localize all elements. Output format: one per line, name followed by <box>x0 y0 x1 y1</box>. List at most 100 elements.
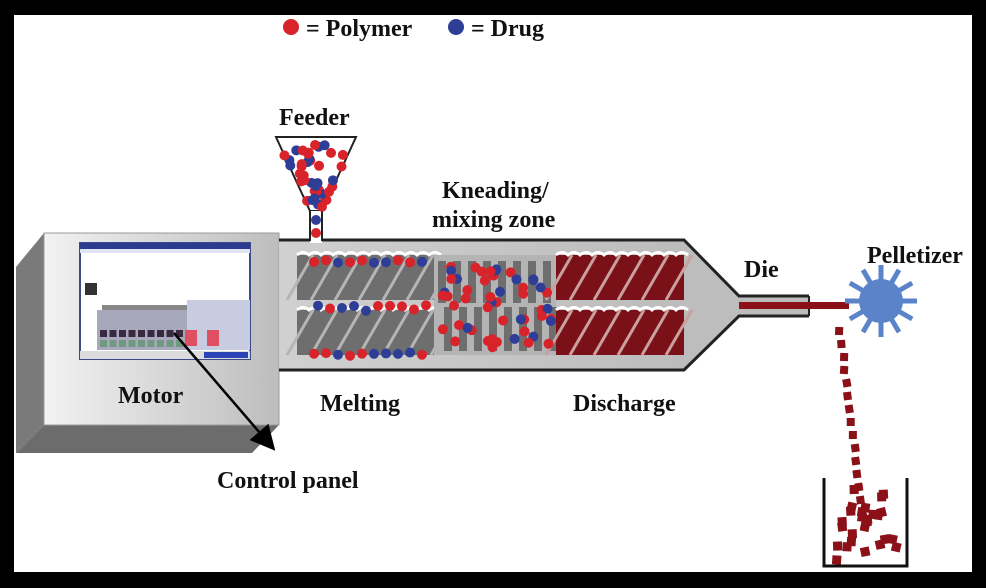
screen-key <box>119 340 126 347</box>
polymer-particle <box>450 336 461 347</box>
legend-drug-label: = Drug <box>471 16 544 42</box>
drug-particle <box>333 257 343 268</box>
polymer-particle <box>345 257 355 268</box>
screw-flight <box>568 254 598 301</box>
polymer-particle <box>453 320 464 331</box>
screw-flight <box>592 309 622 356</box>
drug-particle <box>369 348 379 359</box>
screw-flight <box>592 254 622 301</box>
polymer-particle <box>448 300 459 311</box>
pellet <box>837 339 846 349</box>
kneading-zone-label-line1: Kneading/ <box>442 178 549 204</box>
drug-particle <box>327 175 338 186</box>
screw-edge <box>296 251 442 257</box>
drug-particle <box>405 347 415 358</box>
screw-flight <box>357 254 387 301</box>
screen-key <box>166 330 174 337</box>
pellet <box>846 536 857 547</box>
pellet <box>847 529 858 539</box>
drug-particle <box>333 349 343 360</box>
screen-key <box>147 340 155 347</box>
screen-key <box>100 330 107 337</box>
screen-key <box>138 340 145 347</box>
kneading-disc <box>438 261 446 303</box>
polymer-particle <box>543 338 554 349</box>
screw-flight <box>285 254 315 301</box>
pellet <box>859 546 871 558</box>
polymer-particle <box>297 145 308 156</box>
screen-key <box>138 330 145 337</box>
control-panel-label: Control panel <box>217 468 359 494</box>
legend-polymer-label: = Polymer <box>306 16 413 42</box>
polymer-particle <box>405 257 415 268</box>
pellet <box>876 506 888 518</box>
polymer-particle <box>482 302 493 313</box>
screw-flight <box>568 309 598 356</box>
pellet <box>856 512 868 523</box>
polymer-particle <box>518 288 529 299</box>
polymer-legend-dot-icon <box>283 19 299 35</box>
extrudate-strand <box>739 302 849 309</box>
feeder-label: Feeder <box>279 105 350 131</box>
screw-flight <box>333 309 363 356</box>
screw-flight <box>405 309 435 356</box>
kneading-disc <box>444 307 452 351</box>
drug-particle <box>311 215 321 225</box>
control-panel-screen <box>79 242 251 360</box>
screen-key <box>176 330 183 337</box>
pellet <box>839 365 849 375</box>
falling-pellets <box>831 326 902 565</box>
polymer-particle <box>385 300 395 311</box>
pelletizer-label: Pelletizer <box>867 243 963 269</box>
pellet <box>842 391 852 401</box>
pellet <box>878 489 889 500</box>
screw-flight <box>664 254 694 301</box>
drug-particle <box>337 302 347 313</box>
polymer-particle <box>437 324 448 335</box>
drug-particle <box>381 257 391 268</box>
drug-particle <box>462 322 473 333</box>
drug-particle <box>495 286 506 297</box>
pellet <box>848 430 857 440</box>
polymer-particle <box>317 201 328 212</box>
polymer-particle <box>536 310 547 321</box>
pellet <box>837 521 848 532</box>
polymer-particle <box>357 348 367 359</box>
polymer-particle <box>421 300 431 311</box>
screw-flight <box>640 254 670 301</box>
pellet <box>887 534 898 545</box>
drug-particle <box>349 301 359 312</box>
hot-melt-extrusion-diagram: = Polymer = Drug Motor <box>16 16 963 568</box>
polymer-particle <box>460 293 471 304</box>
pellet <box>842 378 852 388</box>
screw-flight <box>664 309 694 356</box>
drug-particle <box>307 195 318 206</box>
polymer-particle <box>314 160 325 171</box>
legend: = Polymer = Drug <box>283 16 544 42</box>
drug-particle <box>310 180 321 191</box>
screw-edge <box>555 251 689 257</box>
drug-particle <box>361 305 371 316</box>
drug-particle <box>509 333 520 344</box>
screw-flight <box>309 254 339 301</box>
kneading-disc <box>474 307 482 351</box>
drug-particle <box>313 300 323 311</box>
drug-particle <box>417 256 427 267</box>
drug-particle <box>542 303 553 314</box>
polymer-particle <box>482 336 493 347</box>
polymer-particle <box>357 255 367 266</box>
polymer-particle <box>442 291 453 302</box>
kneading-disc <box>543 261 551 303</box>
kneading-disc <box>468 261 476 303</box>
drug-particle <box>535 282 546 293</box>
polymer-particle <box>310 140 321 151</box>
pellet <box>846 417 855 427</box>
polymer-particle <box>397 301 407 312</box>
diagram-canvas: = Polymer = Drug Motor <box>14 15 972 572</box>
polymer-particle <box>523 337 534 348</box>
melting-label: Melting <box>320 391 400 417</box>
pelletizer-hub <box>859 279 903 323</box>
polymer-particle <box>409 304 419 315</box>
kneading-disc <box>498 261 506 303</box>
screw-edge <box>555 306 689 312</box>
